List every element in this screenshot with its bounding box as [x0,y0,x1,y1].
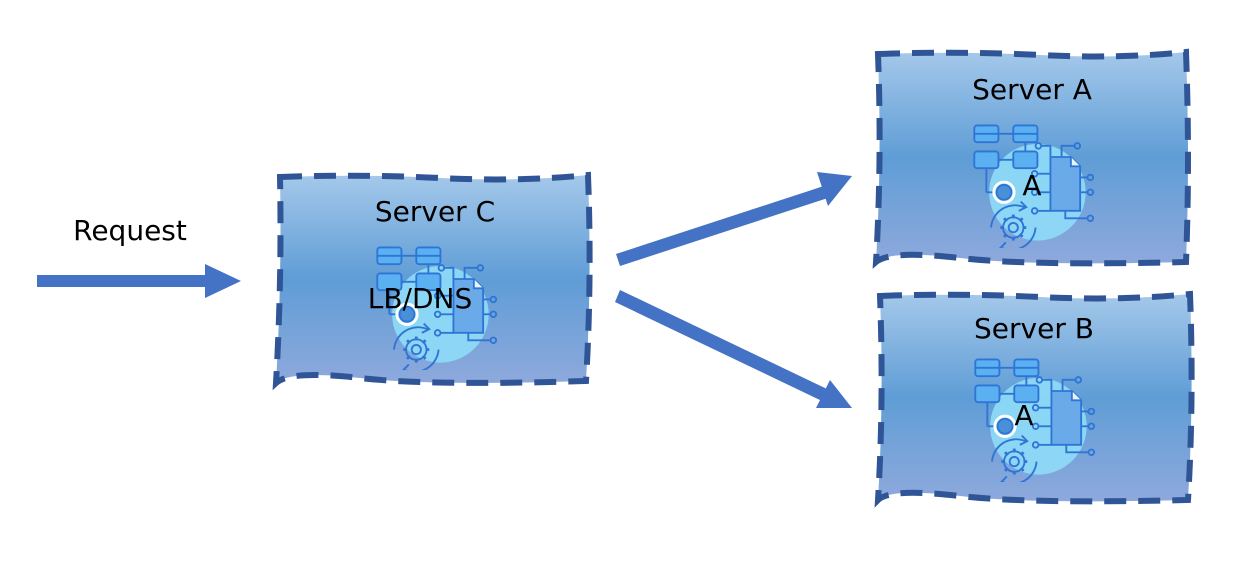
arrow-c-to-a [616,172,852,266]
server-a-node[interactable]: Server A A [872,48,1191,269]
server-a-app-label: A [1022,169,1041,202]
server-c-title: Server C [375,195,495,228]
server-b-node[interactable]: Server B A [874,290,1195,508]
request-arrow [37,264,241,298]
server-c-app-label: LB/DNS [368,282,473,315]
request-label: Request [73,214,187,247]
server-b-title: Server B [974,312,1094,345]
server-c-node[interactable]: Server C LB/DNS [272,171,593,391]
arrow-c-to-b [615,290,852,408]
server-b-app-label: A [1014,399,1033,432]
server-a-title: Server A [972,73,1092,106]
